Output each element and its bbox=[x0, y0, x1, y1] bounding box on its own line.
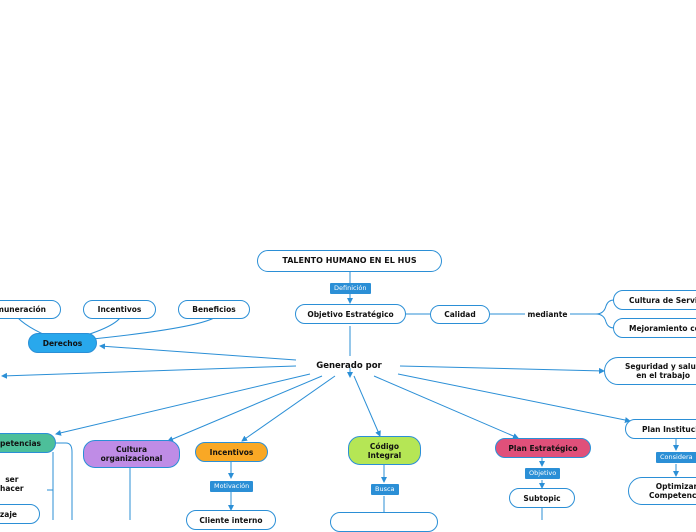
node-aprendizaje[interactable]: zaje bbox=[0, 504, 40, 524]
tag-motivacion: Motivación bbox=[210, 481, 254, 493]
node-competencias[interactable]: mpetencias bbox=[0, 433, 56, 453]
node-subtopic[interactable]: Subtopic bbox=[509, 488, 575, 508]
tag-busca: Busca bbox=[371, 484, 399, 496]
tag-objetivo: Objetivo bbox=[525, 468, 561, 480]
node-generado-por[interactable]: Generado por bbox=[316, 360, 382, 371]
node-incentivos[interactable]: Incentivos bbox=[195, 442, 268, 462]
mind-map-connectors bbox=[1, 272, 679, 520]
node-cultura-servicio[interactable]: Cultura de Servic bbox=[613, 290, 696, 310]
node-mediante[interactable]: mediante bbox=[527, 309, 568, 319]
node-incentivos-derechos[interactable]: Incentivos bbox=[83, 300, 156, 319]
tag-definicion: Definición bbox=[330, 283, 371, 295]
node-beneficios[interactable]: Beneficios bbox=[178, 300, 250, 319]
node-codigo-integral[interactable]: Código Integral bbox=[348, 436, 421, 465]
node-mejoramiento[interactable]: Mejoramiento con bbox=[613, 318, 696, 338]
node-plan-estrategico[interactable]: Plan Estratégico bbox=[495, 438, 591, 458]
node-seguridad-salud[interactable]: Seguridad y salud en el trabajo bbox=[604, 357, 696, 385]
node-codigo-child[interactable] bbox=[330, 512, 438, 532]
node-remuneracion[interactable]: muneración bbox=[0, 300, 61, 319]
node-optimizar-competencias[interactable]: Optimizar Competencia bbox=[628, 477, 696, 505]
node-ser-hacer[interactable]: ser hacer bbox=[0, 475, 24, 493]
node-calidad[interactable]: Calidad bbox=[430, 305, 490, 324]
node-derechos[interactable]: Derechos bbox=[28, 333, 97, 353]
node-cliente-interno[interactable]: Cliente interno bbox=[186, 510, 276, 530]
root-topic[interactable]: TALENTO HUMANO EN EL HUS bbox=[257, 250, 442, 272]
node-cultura-organizacional[interactable]: Cultura organizacional bbox=[83, 440, 180, 468]
tag-considera: Considera bbox=[656, 452, 696, 464]
node-objetivo-estrategico[interactable]: Objetivo Estratégico bbox=[295, 304, 406, 324]
node-plan-institucional[interactable]: Plan Institucio bbox=[625, 419, 696, 439]
